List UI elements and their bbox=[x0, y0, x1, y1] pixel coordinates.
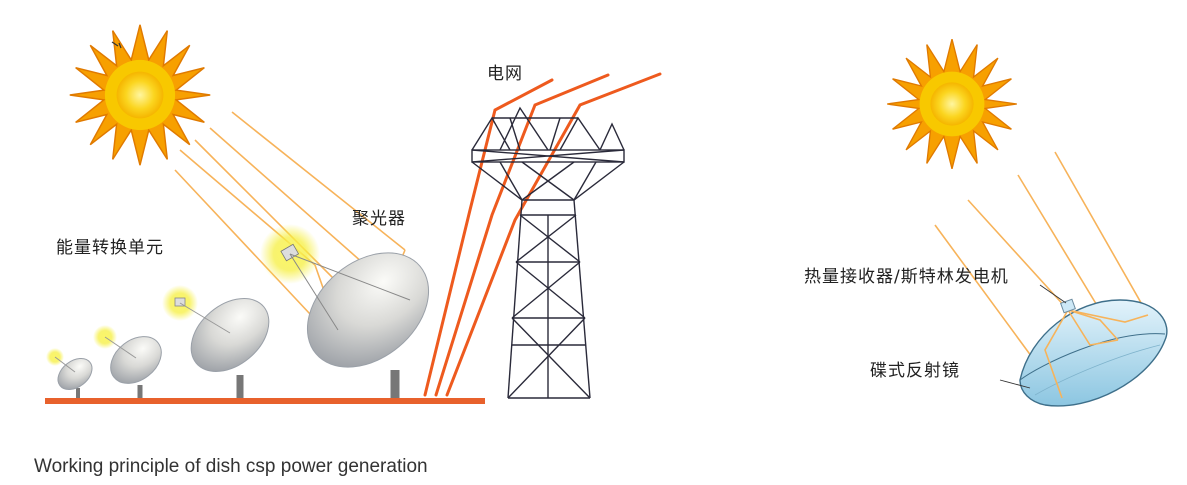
receiver-icon bbox=[1060, 298, 1076, 314]
label-concentrator: 聚光器 bbox=[352, 209, 406, 229]
sun-icon-left bbox=[69, 24, 211, 166]
label-receiver-engine: 热量接收器/斯特林发电机 bbox=[804, 267, 1009, 287]
label-grid: 电网 bbox=[487, 64, 523, 84]
reflected-beams-right bbox=[1044, 309, 1149, 399]
label-dish-mirror: 碟式反射镜 bbox=[870, 361, 960, 381]
figure-caption: Working principle of dish csp power gene… bbox=[34, 456, 428, 477]
leader-lines bbox=[999, 284, 1067, 389]
dish-mirror-icon bbox=[1019, 299, 1168, 407]
sun-icon-right bbox=[886, 38, 1018, 170]
sunlight-beams-left bbox=[174, 111, 406, 337]
label-conversion-unit: 能量转换单元 bbox=[56, 238, 164, 258]
dish-icon-2 bbox=[93, 325, 162, 398]
ground-strip bbox=[45, 398, 485, 404]
sun-tick-marks bbox=[111, 41, 122, 49]
dish-icon-1 bbox=[46, 348, 93, 398]
power-lines bbox=[423, 72, 662, 397]
dish-icon-4 bbox=[260, 224, 430, 398]
dish-icon-3 bbox=[162, 285, 270, 398]
transmission-tower-icon bbox=[471, 106, 625, 399]
